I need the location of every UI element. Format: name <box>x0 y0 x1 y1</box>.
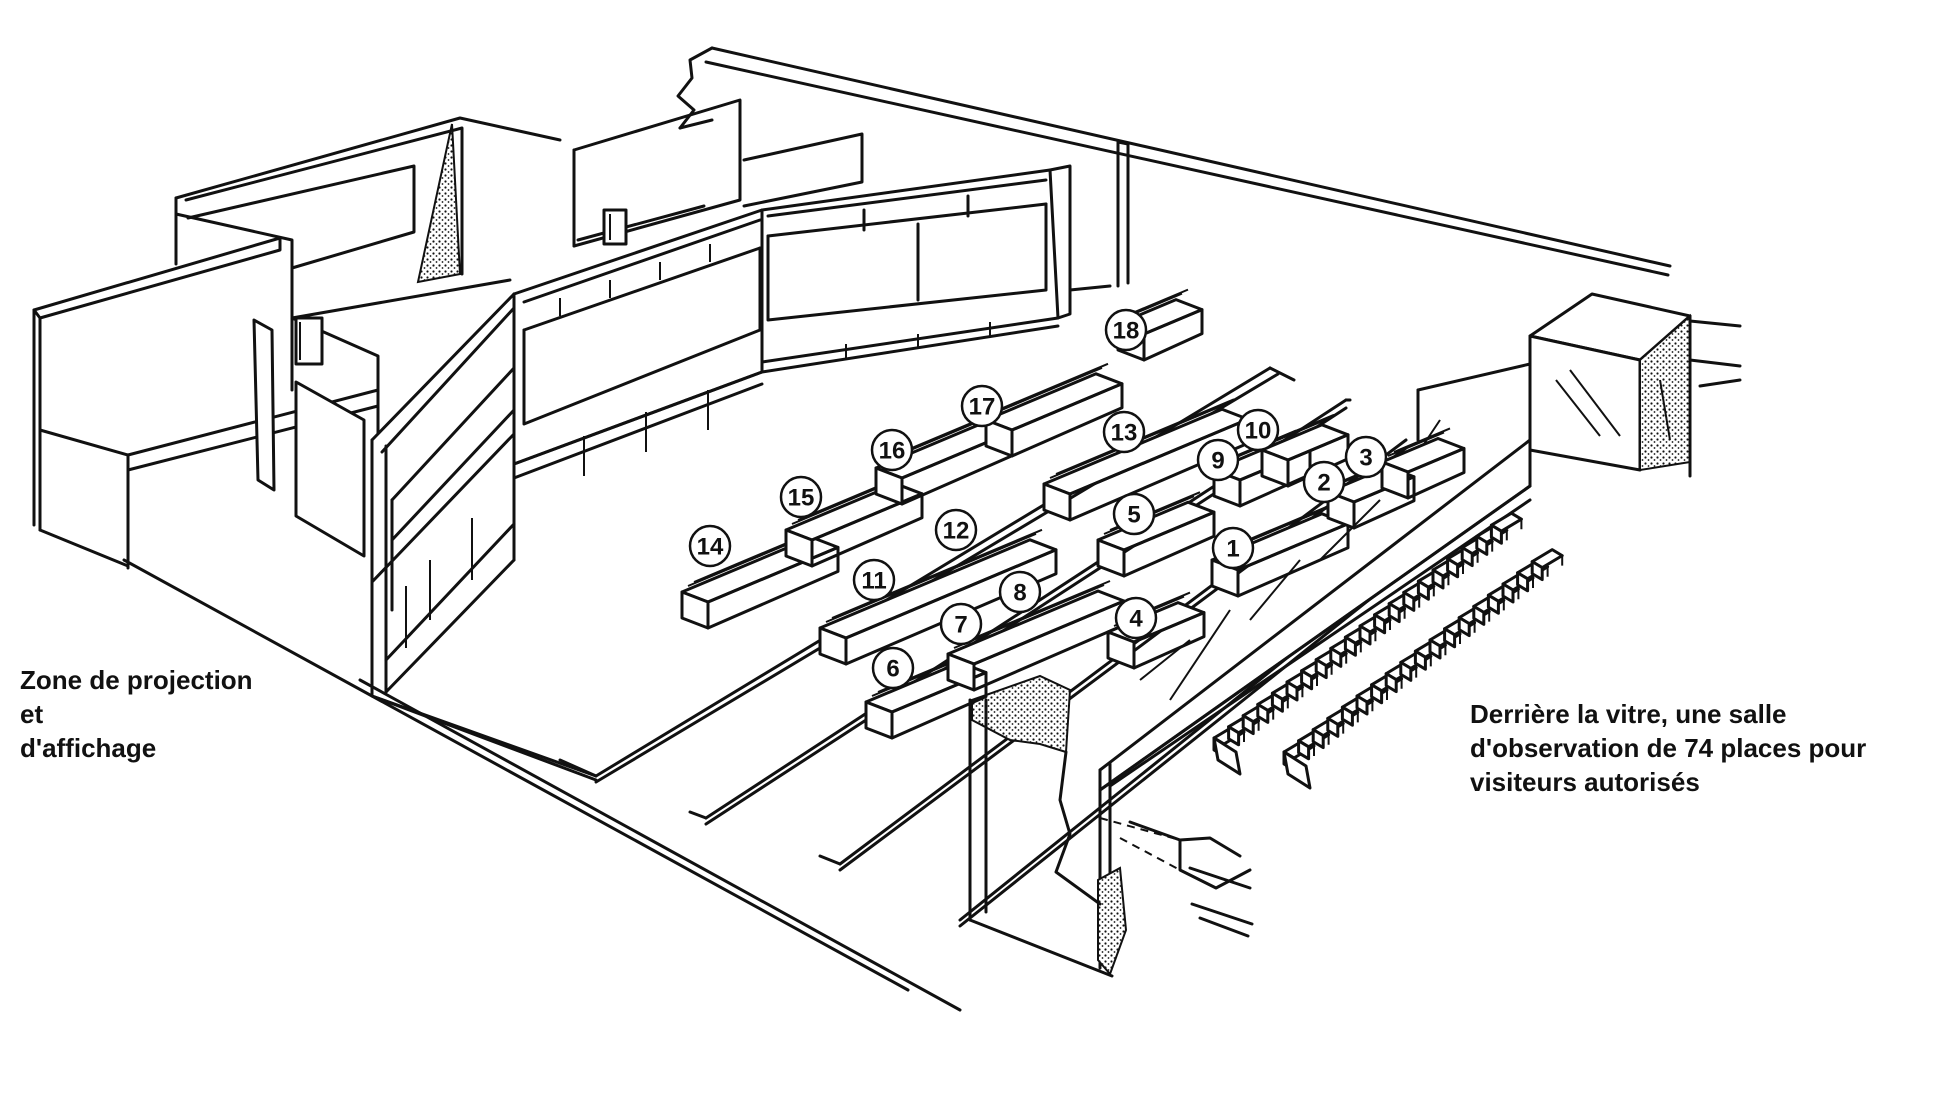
badge-number: 8 <box>1013 580 1026 607</box>
badge-number: 18 <box>1113 318 1140 345</box>
badge-console-11: 11 <box>852 558 896 602</box>
badge-console-9: 9 <box>1196 438 1240 482</box>
badge-number: 11 <box>861 568 886 595</box>
badge-console-18: 18 <box>1104 308 1148 352</box>
badge-console-4: 4 <box>1114 596 1158 640</box>
badge-console-12: 12 <box>934 508 978 552</box>
badge-console-1: 1 <box>1211 526 1255 570</box>
badge-console-13: 13 <box>1102 410 1146 454</box>
display-wall <box>370 164 1112 698</box>
badge-console-10: 10 <box>1236 408 1280 452</box>
badge-number: 7 <box>954 612 967 639</box>
building-shell <box>122 46 1742 1012</box>
badge-number: 1 <box>1226 536 1239 563</box>
console-3 <box>1380 427 1466 500</box>
badge-console-7: 7 <box>939 602 983 646</box>
badge-number: 3 <box>1359 445 1372 472</box>
badge-number: 15 <box>788 485 815 512</box>
badge-number: 16 <box>879 438 906 465</box>
badge-number: 12 <box>943 518 970 545</box>
badge-number: 14 <box>697 534 724 561</box>
console-17 <box>984 362 1124 458</box>
badge-number: 17 <box>969 394 996 421</box>
badge-number: 5 <box>1127 502 1140 529</box>
badge-console-2: 2 <box>1302 460 1346 504</box>
observation-seat <box>1530 548 1564 582</box>
observation-seat <box>1489 511 1523 545</box>
badge-number: 9 <box>1211 448 1224 475</box>
badge-console-14: 14 <box>688 524 732 568</box>
badge-console-5: 5 <box>1112 492 1156 536</box>
badge-console-17: 17 <box>960 384 1004 428</box>
seat-row-end <box>1282 750 1312 790</box>
badge-console-8: 8 <box>998 570 1042 614</box>
observation-room-caption: Derrière la vitre, une salle d'observati… <box>1470 699 1867 797</box>
badge-console-15: 15 <box>779 475 823 519</box>
badge-console-16: 16 <box>870 428 914 472</box>
badge-number: 10 <box>1245 418 1272 445</box>
console-11 <box>818 528 1058 666</box>
projection-zone <box>32 98 864 570</box>
observation-seats <box>1212 511 1564 790</box>
badge-number: 4 <box>1129 606 1143 633</box>
projection-zone-caption: Zone de projection et d'affichage <box>20 665 253 763</box>
badge-console-6: 6 <box>871 646 915 690</box>
badge-number: 2 <box>1317 470 1330 497</box>
seat-row-end <box>1212 736 1242 776</box>
badge-number: 13 <box>1111 420 1138 447</box>
badge-number: 6 <box>886 656 899 683</box>
badge-console-3: 3 <box>1344 435 1388 479</box>
observation-room <box>968 292 1692 978</box>
